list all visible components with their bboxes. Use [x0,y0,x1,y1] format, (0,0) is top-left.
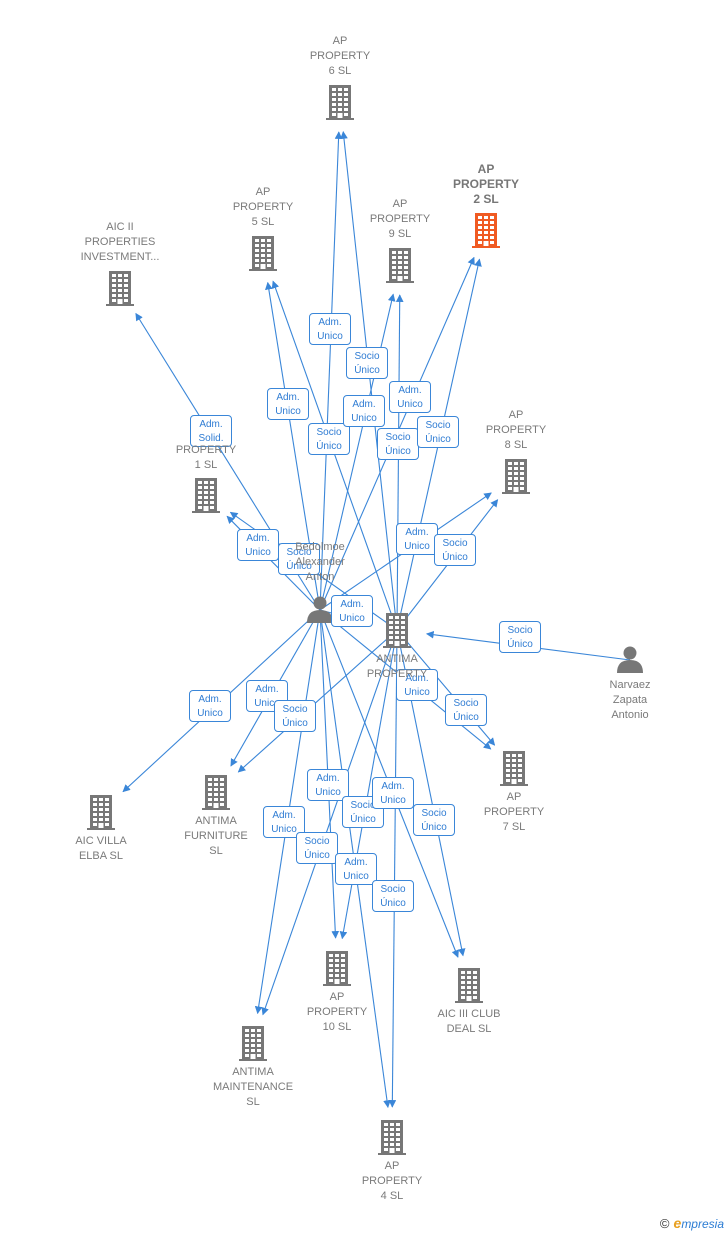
building-icon-ap9[interactable] [386,248,414,283]
copyright-symbol: © [659,1216,670,1231]
edge-label[interactable]: Socio Único [296,832,338,864]
edge-antp-ap4 [388,629,398,1108]
nodes-layer [87,85,643,1155]
building-icon-ap5[interactable] [249,236,277,271]
edge-antp-maint [261,629,398,1016]
edge-label[interactable]: Adm. Unico [331,595,373,627]
edge-label[interactable]: Adm. Solid. [190,415,232,447]
edge-label[interactable]: Socio Único [308,423,350,455]
edge-pers1-ap9 [319,293,396,611]
building-icon-ap4[interactable] [378,1120,406,1155]
building-icon-furn[interactable] [202,775,230,810]
edge-label[interactable]: Adm. Unico [335,853,377,885]
person-icon-pers1[interactable] [307,596,333,624]
brand-logo-text: mpresia [681,1217,724,1231]
edge-label[interactable]: Socio Único [377,428,419,460]
node-label-villa[interactable]: AIC VILLA ELBA SL [75,835,127,862]
node-label-antp[interactable]: ANTIMA PROPERTY [366,653,428,680]
node-label-aic3[interactable]: AIC III CLUB DEAL SL [437,1008,501,1035]
footer-brand: ©empresia [660,1215,724,1231]
edge-label[interactable]: Adm. Unico [396,669,438,701]
node-label-narv[interactable]: Narvaez Zapata Antonio [609,679,651,721]
edge-label[interactable]: Socio Único [274,700,316,732]
node-label-maint[interactable]: ANTIMA MAINTENANCE SL [212,1066,294,1108]
edge-label[interactable]: Adm. Unico [267,388,309,420]
node-label-ap6[interactable]: AP PROPERTY 6 SL [309,35,371,77]
edge-antp-ap9 [395,294,404,631]
node-label-ap5[interactable]: AP PROPERTY 5 SL [232,186,294,228]
building-icon-maint[interactable] [239,1026,267,1061]
node-label-ap8[interactable]: AP PROPERTY 8 SL [485,409,547,451]
node-label-furn[interactable]: ANTIMA FURNITURE SL [184,815,248,857]
building-icon-ap2[interactable] [472,213,500,248]
edge-label[interactable]: Socio Único [499,621,541,653]
edge-label[interactable]: Adm. Unico [389,381,431,413]
edge-label[interactable]: Socio Único [413,804,455,836]
edge-label[interactable]: Adm. Unico [307,769,349,801]
edge-label[interactable]: Socio Único [434,534,476,566]
edge-antp-ap6 [340,131,398,631]
edge-label[interactable]: Socio Único [372,880,414,912]
node-label-aic2[interactable]: AIC II PROPERTIES INVESTMENT... [80,221,160,263]
edge-label[interactable]: Adm. Unico [309,313,351,345]
building-icon-aic3[interactable] [455,968,483,1003]
building-icon-ap8[interactable] [502,459,530,494]
building-icon-ap1[interactable] [192,478,220,513]
edge-antp-ap10 [339,629,398,940]
node-label-ap1[interactable]: PROPERTY 1 SL [175,444,237,471]
node-label-ap7[interactable]: AP PROPERTY 7 SL [483,791,545,833]
edge-label[interactable]: Socio Único [417,416,459,448]
building-icon-ap10[interactable] [323,951,351,986]
building-icon-aic2[interactable] [106,271,134,306]
edges-layer [122,131,631,1109]
building-icon-villa[interactable] [87,795,115,830]
edge-label[interactable]: Socio Único [278,543,320,575]
building-icon-antp[interactable] [383,613,411,648]
person-icon-narv[interactable] [617,646,643,674]
edge-label[interactable]: Adm. Unico [189,690,231,722]
building-icon-ap6[interactable] [326,85,354,120]
edge-label[interactable]: Adm. Unico [396,523,438,555]
building-icon-ap7[interactable] [500,751,528,786]
edge-label[interactable]: Adm. Unico [372,777,414,809]
edge-antp-furn [237,629,398,773]
node-label-ap2[interactable]: AP PROPERTY 2 SL [452,162,519,206]
node-label-ap10[interactable]: AP PROPERTY 10 SL [306,991,368,1033]
edge-label[interactable]: Socio Único [445,694,487,726]
edge-label[interactable]: Socio Único [346,347,388,379]
brand-logo-e: e [673,1215,682,1231]
edge-label[interactable]: Adm. Unico [343,395,385,427]
node-label-ap9[interactable]: AP PROPERTY 9 SL [369,198,431,240]
edge-pers1-ap6 [319,131,343,611]
node-label-ap4[interactable]: AP PROPERTY 4 SL [361,1160,423,1202]
node-label-pers1[interactable]: Bedolmoe Alexander Anton [295,541,345,583]
